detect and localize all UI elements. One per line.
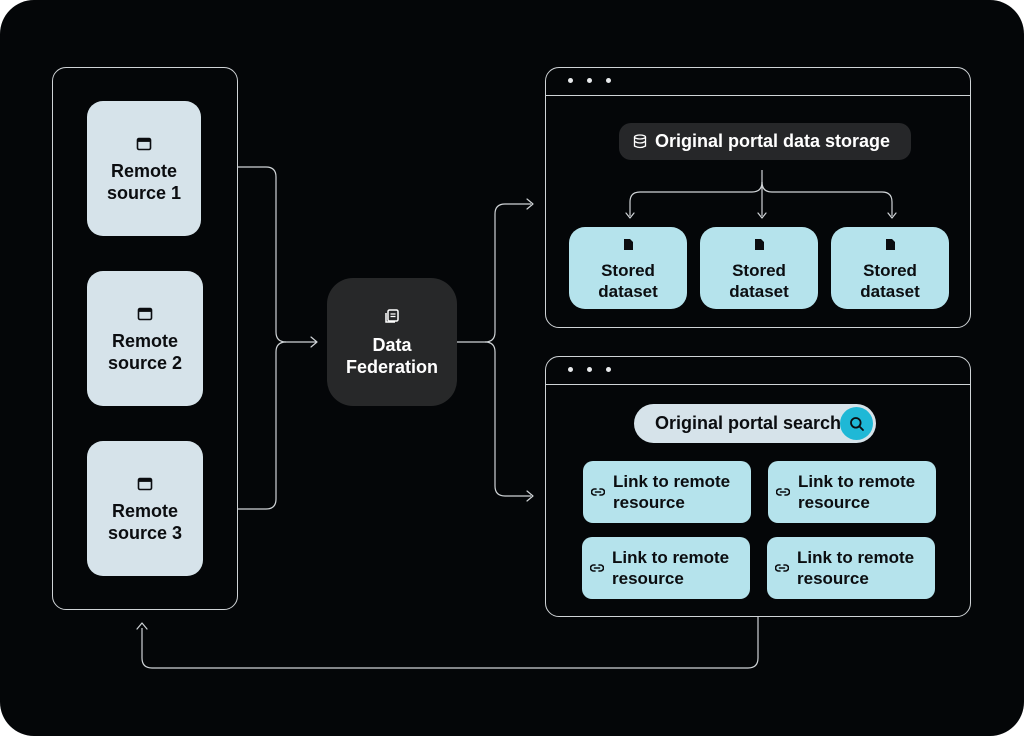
remote-resource-link[interactable]: Link to remote resource — [768, 461, 936, 523]
link-icon — [590, 563, 604, 573]
remote-source-label-line2: source 1 — [106, 182, 182, 203]
remote-source-2[interactable]: Remote source 2 — [87, 271, 203, 406]
remote-source-3[interactable]: Remote source 3 — [87, 441, 203, 576]
link-label-line2: resource — [797, 569, 869, 588]
link-label: Link to remote resource — [613, 471, 730, 513]
connector-storage-to-dataset-3 — [761, 181, 893, 216]
window-controls — [568, 78, 611, 83]
remote-resource-link[interactable]: Link to remote resource — [767, 537, 935, 599]
portal-search-window — [545, 356, 971, 617]
dataset-label-line1: Stored — [863, 260, 917, 280]
arrowhead-dataset-2 — [757, 212, 767, 219]
file-icon — [623, 235, 634, 256]
data-federation-node[interactable]: Data Federation — [327, 278, 457, 406]
link-label-line1: Link to remote — [612, 548, 730, 567]
link-label-line2: resource — [798, 493, 870, 512]
link-label-line2: resource — [612, 569, 684, 588]
link-icon — [775, 563, 789, 573]
connector-federation-to-storage — [457, 203, 531, 343]
remote-source-label-line2: source 2 — [107, 352, 183, 373]
storage-title: Original portal data storage — [655, 131, 891, 151]
arrowhead-dataset-3 — [887, 212, 897, 219]
data-federation-label-line2: Federation — [345, 357, 438, 377]
arrowhead-federation-in — [310, 336, 318, 348]
stored-dataset-card[interactable]: Stored dataset — [700, 227, 818, 309]
search-icon[interactable] — [840, 407, 873, 440]
connector-federation-to-search — [484, 341, 531, 497]
link-icon — [776, 487, 790, 497]
arrowhead-sources-in — [136, 622, 148, 630]
remote-sources-panel — [52, 67, 238, 610]
storage-title-pill: Original portal data storage — [619, 123, 911, 160]
window-title-bar-divider — [546, 95, 970, 96]
dataset-label-line1: Stored — [601, 260, 655, 280]
window-title-bar-divider — [546, 384, 970, 385]
search-bar[interactable]: Original portal search — [634, 404, 876, 443]
remote-source-label-line2: source 3 — [107, 522, 183, 543]
dataset-label-line2: dataset — [598, 281, 658, 301]
stored-dataset-card[interactable]: Stored dataset — [569, 227, 687, 309]
stored-dataset-card[interactable]: Stored dataset — [831, 227, 949, 309]
link-label: Link to remote resource — [612, 547, 729, 589]
link-label: Link to remote resource — [798, 471, 915, 513]
connector-source1-to-federation — [237, 166, 316, 343]
file-icon — [754, 235, 765, 256]
connector-search-to-sources — [141, 617, 759, 669]
link-label-line1: Link to remote — [797, 548, 915, 567]
link-label-line1: Link to remote — [798, 472, 916, 491]
window-controls — [568, 367, 611, 372]
dataset-label-line1: Stored — [732, 260, 786, 280]
link-label-line1: Link to remote — [613, 472, 731, 491]
dataset-label-line2: dataset — [729, 281, 789, 301]
data-federation-icon — [385, 306, 399, 328]
dataset-label-line2: dataset — [860, 281, 920, 301]
remote-resource-link[interactable]: Link to remote resource — [583, 461, 751, 523]
remote-resource-link[interactable]: Link to remote resource — [582, 537, 750, 599]
search-title: Original portal search — [655, 413, 842, 433]
remote-source-1[interactable]: Remote source 1 — [87, 101, 201, 236]
arrowhead-storage-in — [526, 198, 534, 210]
window-icon — [137, 304, 153, 326]
remote-source-label-line1: Remote — [111, 330, 178, 351]
connector-source3-to-federation — [237, 341, 287, 510]
arrowhead-search-in — [526, 490, 534, 502]
portal-storage-window — [545, 67, 971, 328]
window-icon — [137, 474, 153, 496]
data-federation-label-line1: Data — [372, 335, 412, 355]
remote-source-label-line1: Remote — [111, 500, 178, 521]
link-label: Link to remote resource — [797, 547, 914, 589]
database-icon — [633, 134, 647, 149]
link-label-line2: resource — [613, 493, 685, 512]
remote-source-label-line1: Remote — [110, 160, 177, 181]
link-icon — [591, 487, 605, 497]
file-icon — [885, 235, 896, 256]
window-icon — [136, 134, 152, 156]
arrowhead-dataset-1 — [625, 212, 635, 219]
